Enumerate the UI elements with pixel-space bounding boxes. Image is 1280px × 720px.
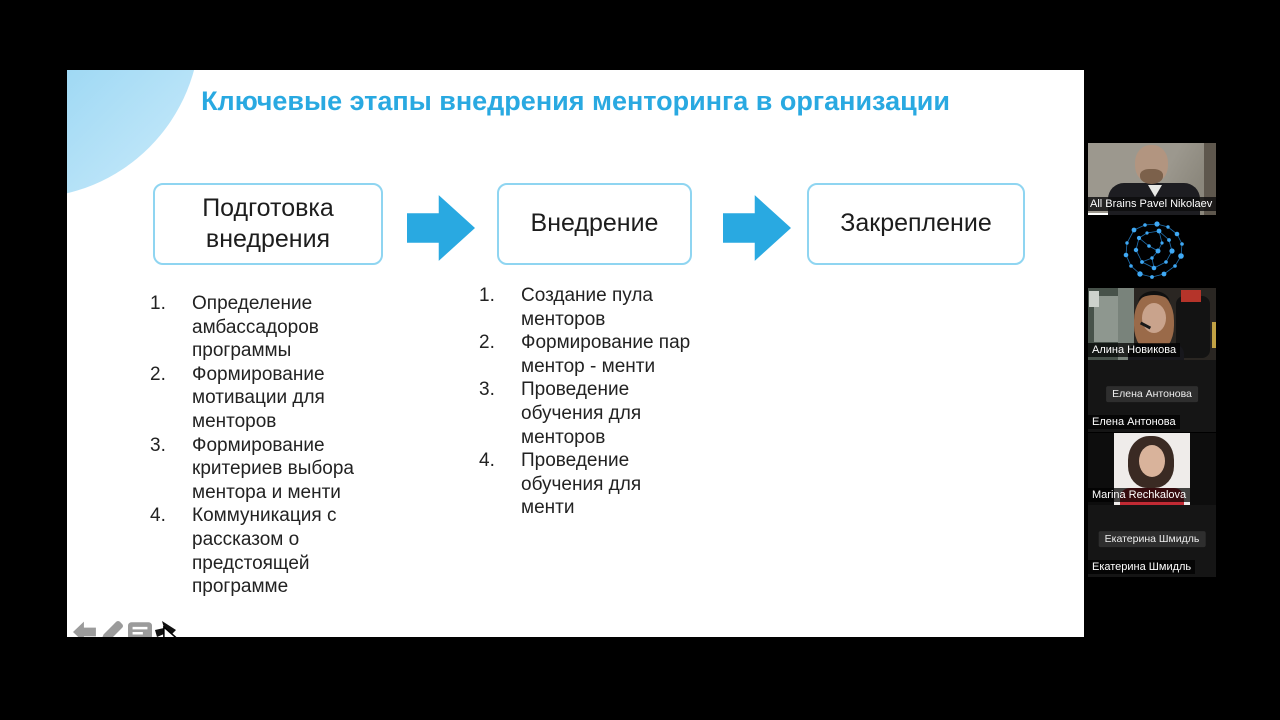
participant-name-label: Екатерина Шмидль (1088, 560, 1196, 574)
headset-icon (1138, 291, 1170, 315)
participant-tile-pavel[interactable]: All Brains Pavel Nikolaev (1088, 143, 1216, 215)
stage-box-label: Закрепление (840, 209, 992, 238)
participant-tile-ekaterina[interactable]: Екатерина Шмидль Екатерина Шмидль (1088, 505, 1216, 577)
preparation-steps-list: 1. Определение амбассадоров программы 2.… (150, 292, 390, 599)
stage-box-implementation: Внедрение (497, 183, 692, 265)
participant-name-label: Елена Антонова (1088, 415, 1180, 429)
participant-name-label: All Brains Pavel Nikolaev (1088, 197, 1216, 211)
list-item: 3. Формирование критериев выбора ментора… (150, 434, 355, 503)
participant-name-label: Marina Rechkalova (1088, 488, 1191, 502)
brain-network-logo-icon (1123, 221, 1184, 279)
participant-tile-marina[interactable]: Marina Rechkalova (1088, 433, 1216, 505)
stage-box-consolidation: Закрепление (807, 183, 1025, 265)
stage-box-label: Внедрение (530, 209, 659, 238)
mouse-pointer-icon (163, 626, 177, 637)
participant-tile-alina[interactable]: Алина Новикова (1088, 288, 1216, 360)
flow-arrow-icon (723, 195, 791, 261)
participant-name-label: Алина Новикова (1088, 343, 1181, 357)
pencil-icon[interactable] (100, 620, 124, 637)
flow-arrow-icon (407, 195, 475, 261)
participant-tile-logo[interactable] (1088, 215, 1216, 287)
list-item: 1. Создание пула менторов (479, 285, 653, 330)
comments-icon[interactable] (128, 620, 152, 637)
stage-box-label: Подготовка внедрения (202, 193, 334, 253)
list-item: 1. Определение амбассадоров программы (150, 293, 319, 362)
list-item: 2. Формирование пар ментор - менти (479, 332, 691, 377)
stage-box-preparation: Подготовка внедрения (153, 183, 383, 265)
list-item: 2. Формирование мотивации для менторов (150, 363, 325, 432)
speaking-indicator (1088, 213, 1108, 215)
back-arrow-icon[interactable] (73, 620, 97, 637)
implementation-steps-list: 1. Создание пула менторов 2. Формировани… (479, 284, 719, 520)
participant-name-center: Екатерина Шмидль (1098, 531, 1206, 548)
shared-slide: Ключевые этапы внедрения менторинга в ор… (67, 70, 1084, 637)
list-item: 4. Проведение обучения для менти (479, 450, 642, 519)
participant-tile-elena[interactable]: Елена Антонова Елена Антонова (1088, 360, 1216, 432)
list-item: 3. Проведение обучения для менторов (479, 379, 642, 448)
participant-name-center: Елена Антонова (1106, 386, 1198, 403)
slide-title: Ключевые этапы внедрения менторинга в ор… (201, 86, 950, 116)
list-item: 4. Коммуникация с рассказом о предстояще… (150, 505, 337, 598)
